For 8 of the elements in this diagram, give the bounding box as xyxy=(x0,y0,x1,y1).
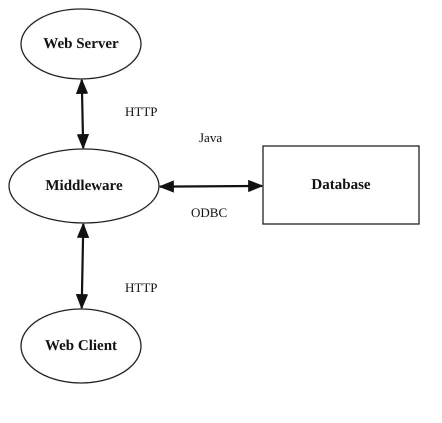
node-label: Web Client xyxy=(44,338,118,354)
double-arrow xyxy=(158,180,264,193)
double-arrow xyxy=(76,222,90,310)
node-label: Web Server xyxy=(43,36,119,52)
protocol-label: ODBC xyxy=(190,205,228,220)
node-label: Database xyxy=(311,176,371,194)
double-arrow xyxy=(76,78,90,150)
node-label: Middleware xyxy=(45,178,123,194)
